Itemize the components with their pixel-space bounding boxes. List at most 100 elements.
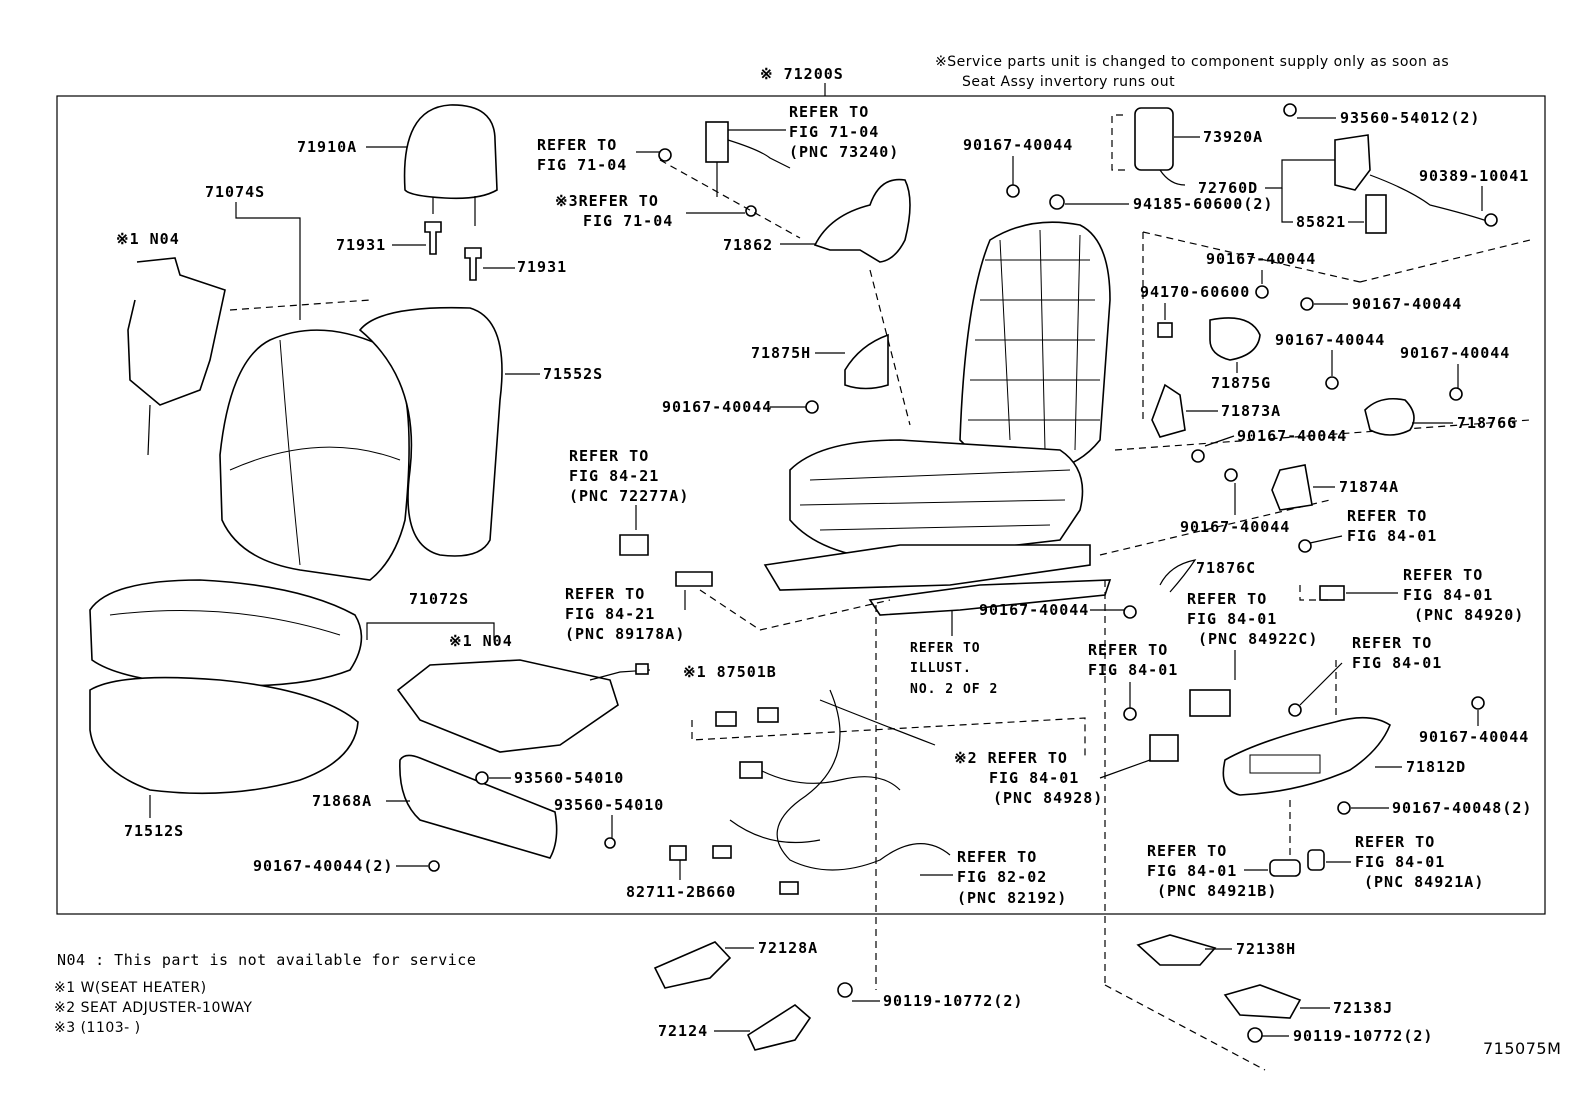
bolt-icon — [837, 982, 853, 998]
screw-icon — [475, 771, 489, 785]
wire-harness — [712, 689, 951, 895]
label-refer-8401b-2: FIG 84-01 — [1403, 586, 1493, 604]
label-bolt-r8: 90167-40044 — [1419, 728, 1529, 746]
label-nut-94185: 94185-60600(2) — [1133, 195, 1273, 213]
label-screw-b: 93560-54010 — [554, 796, 664, 814]
label-illust-2: ILLUST. — [910, 661, 972, 676]
label-switch-85821: 85821 — [1296, 213, 1346, 231]
bolt-icon — [1325, 376, 1339, 390]
screw-icon — [428, 860, 440, 872]
label-cover-71862: 71862 — [723, 236, 773, 254]
label-refer-8401d-2: FIG 84-01 — [1088, 661, 1178, 679]
label-bracket-71874a: 71874A — [1339, 478, 1399, 496]
nut-icon — [1049, 194, 1065, 210]
label-bolt-90389: 90389-10041 — [1419, 167, 1529, 185]
screw-icon — [604, 837, 616, 849]
label-cushion-pad: 71512S — [124, 822, 184, 840]
label-refer-8401a-1: REFER TO — [1347, 507, 1427, 525]
label-cover-72138j: 72138J — [1333, 999, 1393, 1017]
nut-icon — [1157, 322, 1173, 338]
wire-71876c-shape — [1159, 559, 1197, 593]
bolt-icon — [1484, 213, 1498, 227]
seat-cushion-cover-shape — [89, 579, 363, 687]
lumbar-bracket-shape — [1334, 134, 1371, 191]
label-bolt-top-center: 90167-40044 — [963, 136, 1073, 154]
bolt-icon — [1337, 801, 1351, 815]
side-shield-71812d-shape — [1222, 716, 1391, 796]
label-refer-8401h-1: REFER TO — [1355, 833, 1435, 851]
label-refer-8401c-1: REFER TO — [1187, 590, 1267, 608]
bolt-icon — [1247, 1027, 1263, 1043]
cover-71875g-shape — [1209, 317, 1261, 361]
connector-icon — [715, 711, 737, 727]
label-refer-8202-1: REFER TO — [957, 848, 1037, 866]
label-cover-72138h: 72138H — [1236, 940, 1296, 958]
bolt-icon — [1123, 707, 1137, 721]
bracket-71874a-shape — [1271, 464, 1313, 511]
cover-71876g-shape — [1364, 397, 1415, 436]
label-bolt-r7: 90167-40044 — [979, 601, 1089, 619]
cover-72138j-shape — [1223, 984, 1302, 1019]
bolt-icon — [805, 400, 819, 414]
cover-71862-shape — [813, 178, 911, 263]
bolt-icon — [1123, 605, 1137, 619]
label-refer-8421b-1: REFER TO — [565, 585, 645, 603]
label-refer-8421a-1: REFER TO — [569, 447, 649, 465]
label-bolt-left: 90167-40044 — [662, 398, 772, 416]
label-refer-8401a-2: FIG 84-01 — [1347, 527, 1437, 545]
screw-icon — [1283, 103, 1297, 117]
label-bolt-r5: 90167-40044 — [1237, 427, 1347, 445]
label-screw-c: 90167-40044(2) — [253, 857, 393, 875]
label-screw-a: 93560-54010 — [514, 769, 624, 787]
label-bolt-r4: 90167-40044 — [1400, 344, 1510, 362]
headrest-shape — [403, 104, 498, 226]
label-lumbar: 72760D — [1198, 179, 1258, 197]
label-refer-8421b-2: FIG 84-21 — [565, 605, 655, 623]
airbag-icon — [1134, 107, 1174, 171]
bolt-icon — [1300, 297, 1314, 311]
label-bolt-90119a: 90119-10772(2) — [883, 992, 1023, 1010]
label-refer-8401g-1: REFER TO — [1147, 842, 1227, 860]
legend-n04: N04 : This part is not available for ser… — [57, 951, 476, 969]
bolt-icon — [1191, 449, 1205, 463]
label-front-shield: 71868A — [312, 792, 372, 810]
label-cover-72128a: 72128A — [758, 939, 818, 957]
bolt-icon — [1471, 696, 1485, 710]
diagram-code: 715075M — [1483, 1039, 1561, 1058]
connector-icon — [1149, 734, 1179, 762]
headrest-support-icons — [424, 221, 482, 281]
service-note-line1: ※Service parts unit is changed to compon… — [935, 54, 1449, 70]
connector-icon — [675, 571, 713, 587]
assembly-label: ※ 71200S — [760, 65, 844, 83]
bolt-icon — [1255, 285, 1269, 299]
cover-72138h-shape — [1136, 934, 1217, 966]
cover-72128a-shape — [653, 941, 732, 989]
label-refer-8202-2: FIG 82-02 — [957, 868, 1047, 886]
label-refer-8401g-2: FIG 84-01 — [1147, 862, 1237, 880]
label-refer-8401g-3: (PNC 84921B) — [1157, 882, 1277, 900]
label-refer-8401e-2: FIG 84-01 — [1352, 654, 1442, 672]
label-refer-8421a-3: (PNC 72277A) — [569, 487, 689, 505]
label-cover-71875h: 71875H — [751, 344, 811, 362]
label-headrest: 71910A — [297, 138, 357, 156]
label-refer-8401f-3: (PNC 84928) — [993, 789, 1103, 807]
bracket-71873a-shape — [1151, 383, 1186, 438]
label-refer-7104-b2: FIG 71-04 — [583, 212, 673, 230]
label-bracket-71873a: 71873A — [1221, 402, 1281, 420]
cover-72124-shape — [746, 1004, 812, 1051]
label-bolt-r9: 90167-40048(2) — [1392, 799, 1532, 817]
label-bolt-r1: 90167-40044 — [1206, 250, 1316, 268]
bolt-icon — [1298, 539, 1312, 553]
label-refer-7104-a1: REFER TO — [537, 136, 617, 154]
label-refer-8401b-3: (PNC 84920) — [1414, 606, 1524, 624]
label-refer-8401c-2: FIG 84-01 — [1187, 610, 1277, 628]
label-back-heater: ※1 N04 — [116, 230, 180, 248]
label-belt-refer-1: REFER TO — [789, 103, 869, 121]
front-shield-shape — [399, 754, 558, 859]
knob-icon — [1307, 849, 1325, 871]
bolt-icon — [1224, 468, 1238, 482]
label-cushion-heater: ※1 N04 — [449, 632, 513, 650]
label-refer-8401f-1: ※2 REFER TO — [954, 749, 1068, 767]
label-clip-82711: 82711-2B660 — [626, 883, 736, 901]
